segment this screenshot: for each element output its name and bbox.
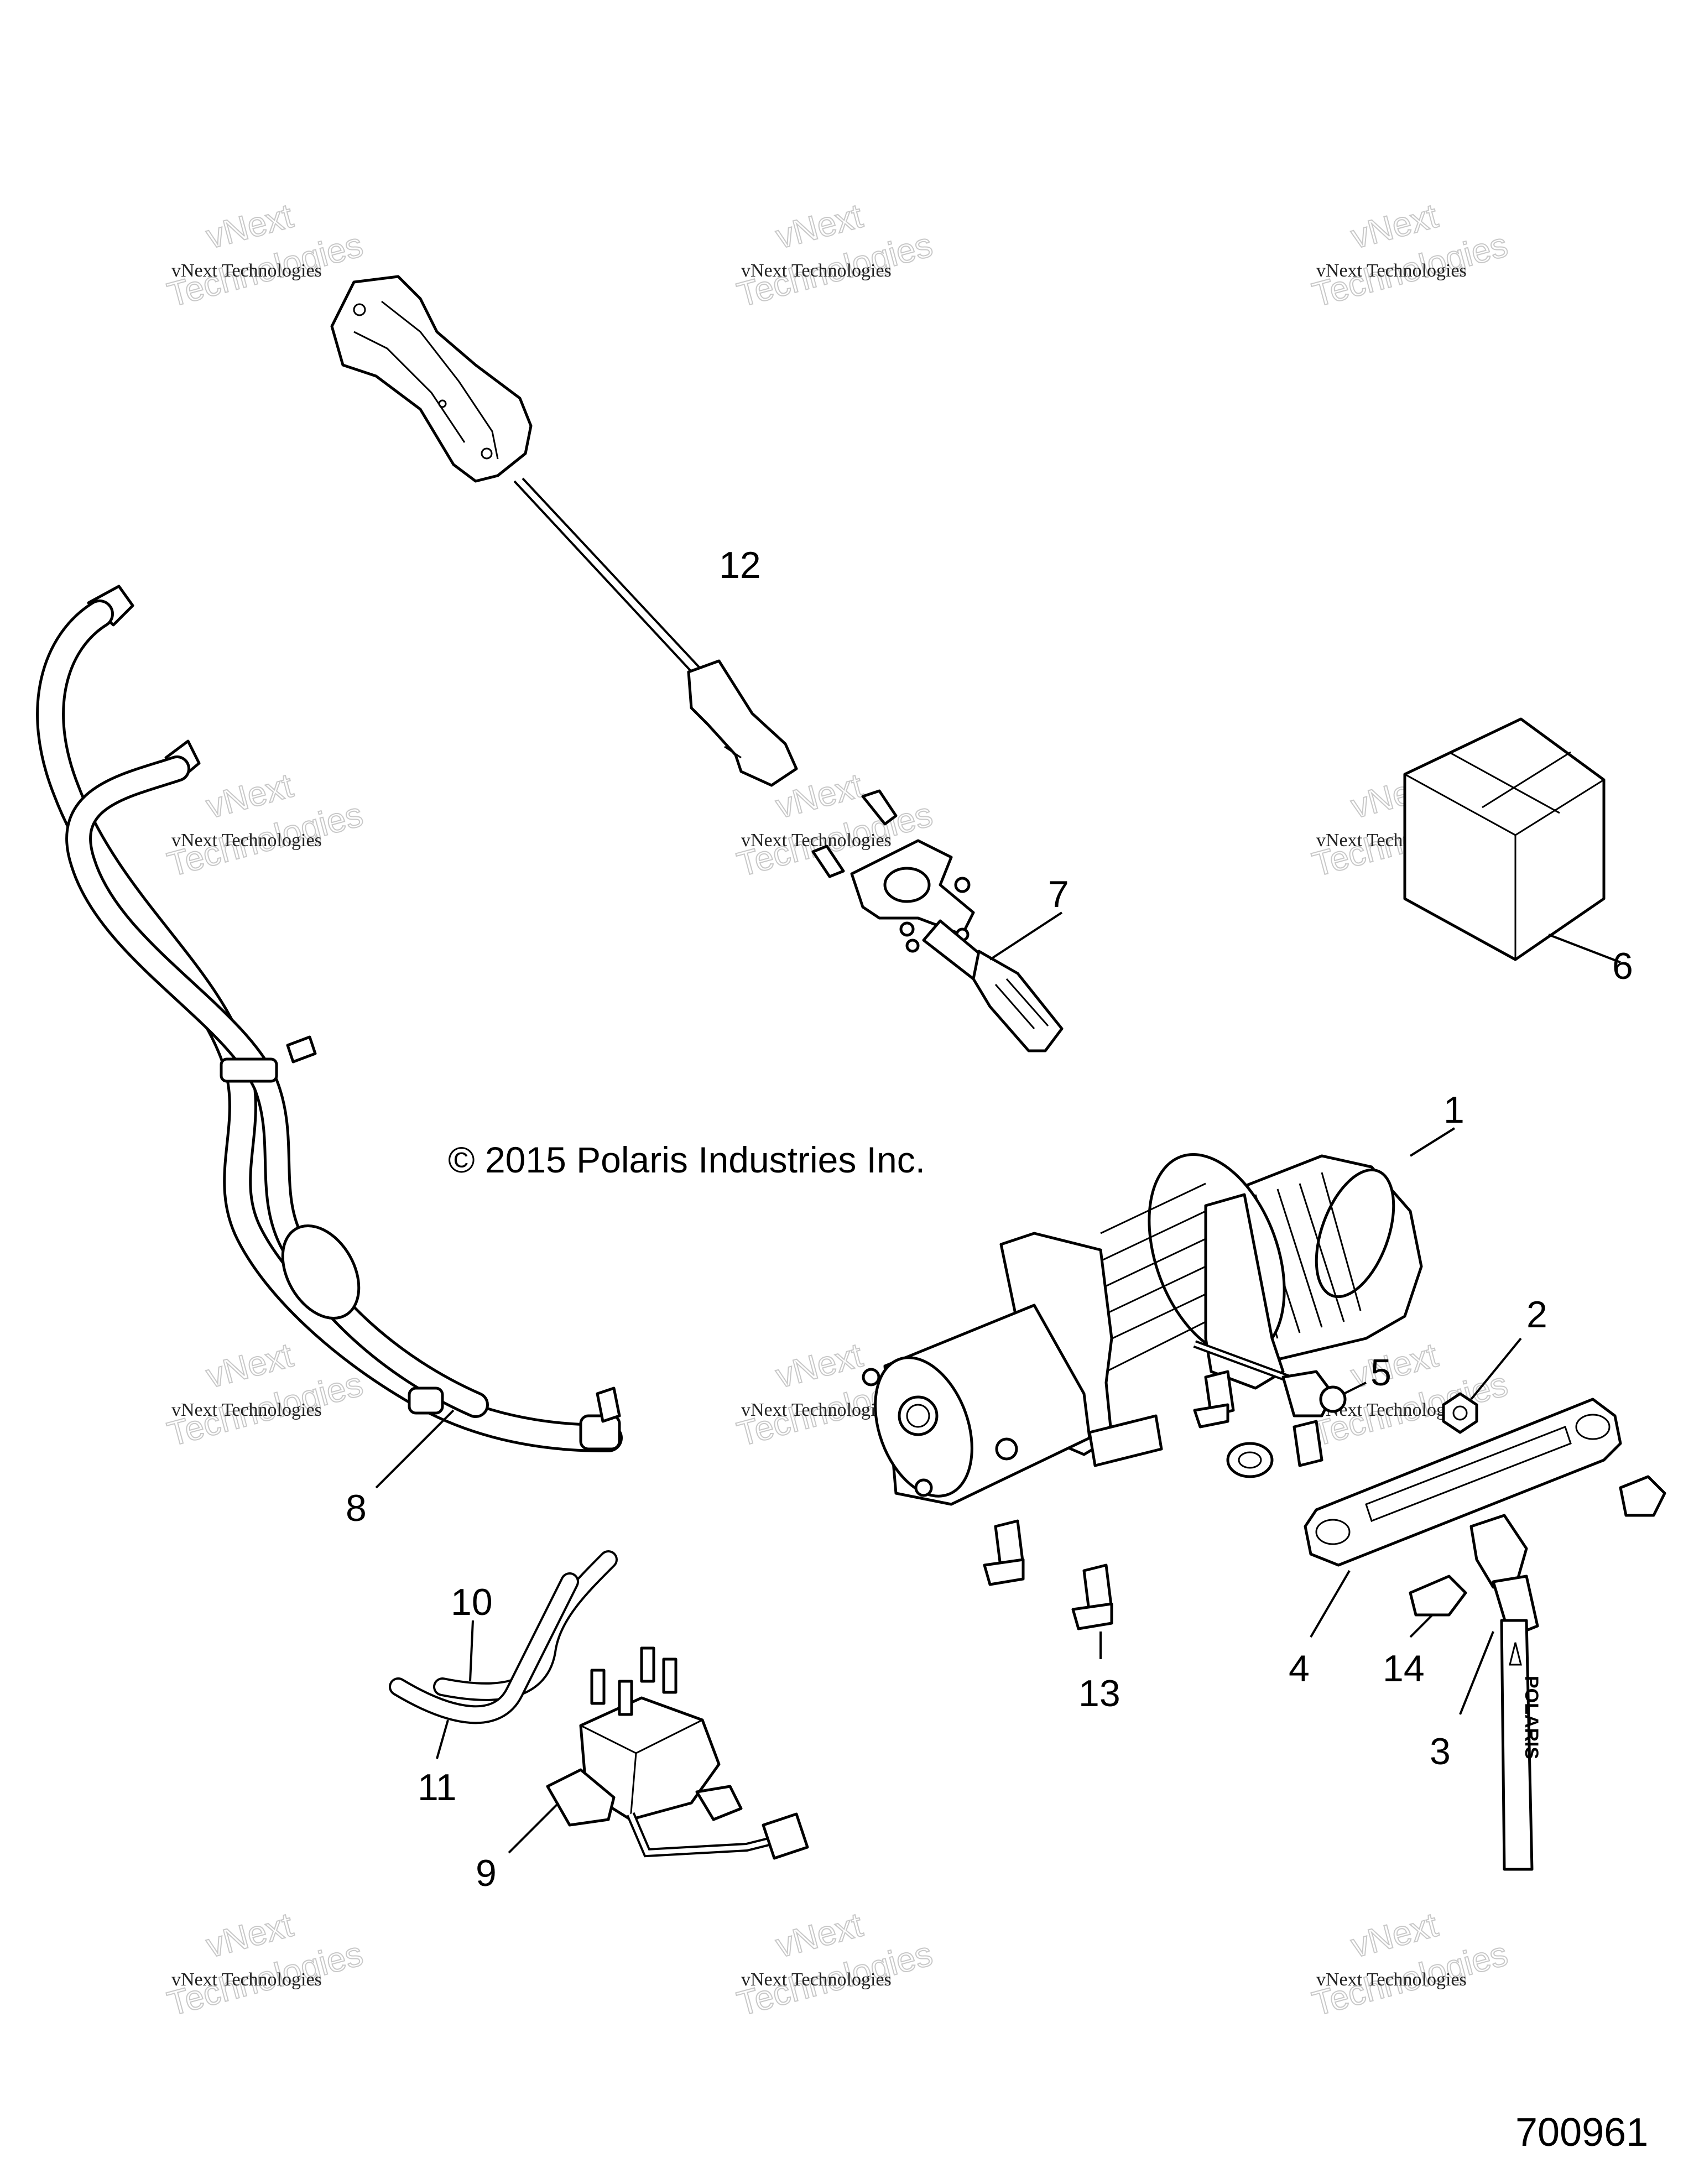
callout-3: 3 bbox=[1430, 1730, 1451, 1773]
callout-13: 13 bbox=[1078, 1672, 1120, 1714]
watermark-text: vNext Technologies bbox=[1316, 1969, 1467, 1990]
watermark-text: vNext Technologies bbox=[741, 1969, 892, 1990]
watermark-text: vNext Technologies bbox=[171, 1969, 322, 1990]
callout-10: 10 bbox=[451, 1581, 493, 1623]
cable-icon bbox=[389, 1550, 618, 1759]
callout-5: 5 bbox=[1370, 1352, 1391, 1394]
wire-harness-icon bbox=[36, 585, 623, 1489]
callout-14: 14 bbox=[1383, 1648, 1425, 1690]
screw-icon bbox=[1409, 1575, 1467, 1638]
cable-lug-icon bbox=[1319, 1382, 1367, 1413]
callout-8: 8 bbox=[346, 1487, 367, 1529]
watermark-text: vNext Technologies bbox=[741, 830, 892, 851]
watermark-text: vNext Technologies bbox=[171, 1400, 322, 1420]
switch-mount-icon bbox=[811, 789, 1064, 1052]
strap-hook-icon: POLARIS bbox=[1459, 1514, 1542, 1871]
callout-12: 12 bbox=[719, 544, 761, 586]
bolt-icon bbox=[983, 1370, 1666, 1659]
fairlead-icon bbox=[1304, 1398, 1622, 1638]
box-icon bbox=[1403, 717, 1621, 963]
strap-brand-text: POLARIS bbox=[1521, 1676, 1542, 1759]
nut-icon bbox=[1442, 1337, 1522, 1434]
callout-2: 2 bbox=[1526, 1294, 1547, 1336]
watermark-text: vNext Technologies bbox=[171, 260, 322, 281]
remote-switch-icon bbox=[330, 275, 798, 787]
watermark-text: vNext Technologies bbox=[741, 1400, 892, 1420]
watermark-text: vNext Technologies bbox=[171, 830, 322, 851]
callout-6: 6 bbox=[1612, 945, 1633, 987]
watermark-text: vNext Technologies bbox=[741, 260, 892, 281]
callout-1: 1 bbox=[1443, 1089, 1465, 1131]
winch-assembly-icon bbox=[862, 1127, 1456, 1506]
watermark-text: vNext Technologies bbox=[1316, 260, 1467, 281]
callout-9: 9 bbox=[476, 1852, 497, 1894]
callout-7: 7 bbox=[1048, 873, 1069, 915]
contactor-icon bbox=[508, 1646, 809, 1860]
copyright-text: © 2015 Polaris Industries Inc. bbox=[448, 1139, 925, 1180]
callout-4: 4 bbox=[1289, 1648, 1310, 1690]
diagram-number: 700961 bbox=[1515, 2110, 1648, 2155]
callout-11: 11 bbox=[418, 1766, 457, 1808]
